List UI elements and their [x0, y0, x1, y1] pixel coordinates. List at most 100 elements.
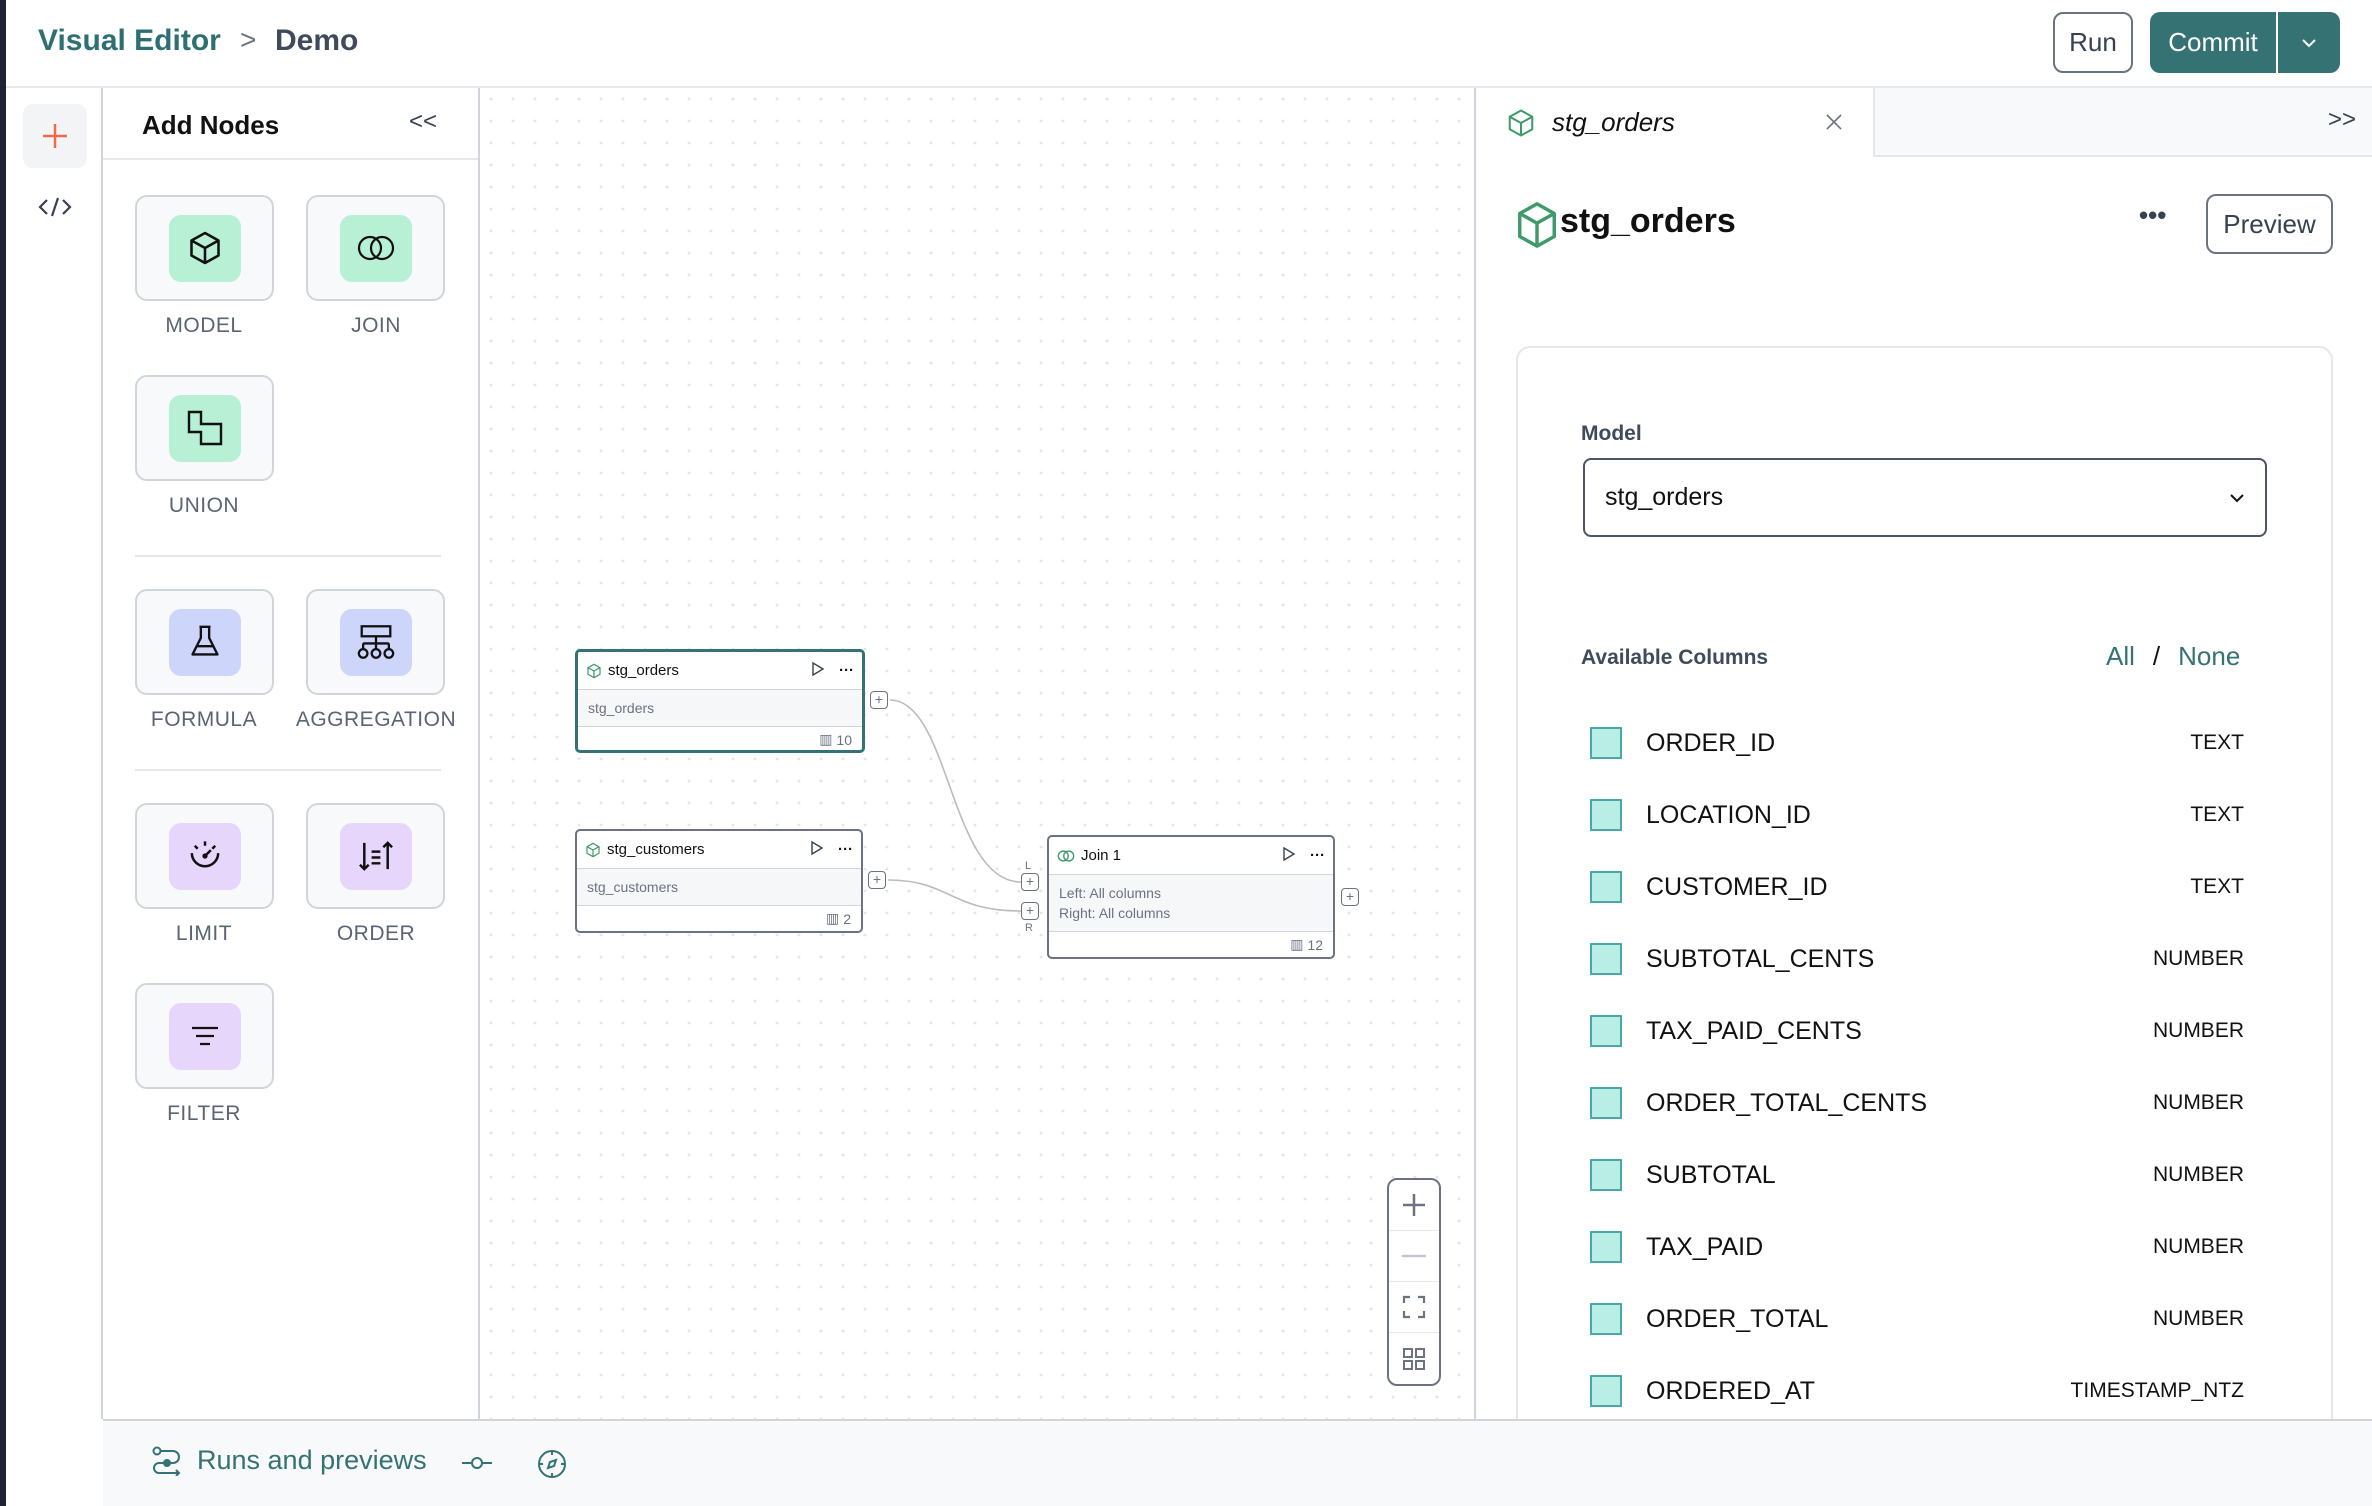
- run-node-play-icon[interactable]: [1282, 846, 1296, 866]
- left-rail: [6, 88, 103, 1419]
- collapse-panel-button[interactable]: <<: [409, 108, 438, 135]
- join-left-columns: Left: All columns: [1059, 885, 1161, 901]
- code-rail-button[interactable]: [23, 196, 87, 236]
- column-checkbox[interactable]: [1590, 727, 1622, 759]
- filter-tile-label: FILTER: [167, 1102, 241, 1125]
- column-type: TEXT: [2190, 803, 2244, 826]
- node-more-icon[interactable]: ···: [1310, 847, 1325, 864]
- column-checkbox[interactable]: [1590, 1375, 1622, 1407]
- column-name: TAX_PAID: [1646, 1232, 1764, 1261]
- node-more-icon[interactable]: ···: [839, 662, 854, 679]
- fit-view-icon: [1402, 1295, 1426, 1319]
- run-node-play-icon[interactable]: [811, 661, 825, 681]
- node-more-icon[interactable]: ···: [838, 841, 853, 858]
- preview-button[interactable]: Preview: [2206, 194, 2333, 254]
- column-checkbox[interactable]: [1590, 1015, 1622, 1047]
- explore-button[interactable]: [537, 1449, 567, 1484]
- zoom-out-button[interactable]: [1389, 1231, 1439, 1282]
- canvas-node-join-1[interactable]: Join 1 ··· Left: All columns Right: All …: [1047, 835, 1335, 959]
- join-output-handle[interactable]: +: [1341, 888, 1359, 906]
- add-formula-node-tile[interactable]: [135, 589, 274, 695]
- add-order-node-tile[interactable]: [306, 803, 445, 909]
- layout-button[interactable]: [1389, 1333, 1439, 1384]
- fit-view-button[interactable]: [1389, 1282, 1439, 1333]
- limit-tile-label: LIMIT: [175, 922, 233, 945]
- canvas-node-stg-customers[interactable]: stg_customers ··· stg_customers ▥2: [575, 829, 863, 933]
- add-limit-node-tile[interactable]: [135, 803, 274, 909]
- add-nodes-title: Add Nodes: [142, 110, 280, 140]
- flow-canvas[interactable]: stg_orders ··· stg_orders ▥10 + stg_cust…: [480, 88, 1474, 1419]
- model-select[interactable]: stg_orders: [1583, 458, 2267, 537]
- add-union-node-tile[interactable]: [135, 375, 274, 481]
- plus-icon: [43, 124, 67, 148]
- run-node-play-icon[interactable]: [810, 840, 824, 860]
- column-name: CUSTOMER_ID: [1646, 872, 1828, 901]
- breadcrumb-visual-editor[interactable]: Visual Editor: [38, 24, 221, 57]
- add-nodes-panel: Add Nodes << MODEL JOIN UNION FORMULA AG…: [103, 88, 480, 1419]
- model-select-value: stg_orders: [1605, 483, 1724, 511]
- column-name: ORDER_ID: [1646, 728, 1776, 757]
- more-options-icon[interactable]: •••: [2139, 200, 2167, 230]
- column-row[interactable]: CUSTOMER_ID TEXT: [1590, 867, 2244, 907]
- column-checkbox[interactable]: [1590, 799, 1622, 831]
- commit-graph-button[interactable]: [462, 1455, 492, 1476]
- node-body-text: stg_customers: [577, 869, 861, 906]
- column-checkbox[interactable]: [1590, 871, 1622, 903]
- stg-customers-output-handle[interactable]: +: [868, 871, 886, 889]
- node-column-count: 10: [836, 731, 852, 748]
- join-right-columns: Right: All columns: [1059, 905, 1171, 921]
- column-checkbox[interactable]: [1590, 1159, 1622, 1191]
- column-checkbox[interactable]: [1590, 1231, 1622, 1263]
- expand-panel-button[interactable]: >>: [2328, 106, 2357, 133]
- select-all-link[interactable]: All: [2106, 641, 2135, 671]
- column-type: TEXT: [2190, 875, 2244, 898]
- runs-and-previews-label: Runs and previews: [197, 1445, 427, 1475]
- runs-icon: [152, 1446, 181, 1476]
- runs-and-previews-button[interactable]: Runs and previews: [151, 1445, 427, 1476]
- model-tile-label: MODEL: [165, 314, 243, 337]
- join-right-input-handle[interactable]: +: [1021, 902, 1039, 920]
- stg-orders-output-handle[interactable]: +: [870, 691, 888, 709]
- order-tile-label: ORDER: [336, 922, 416, 945]
- canvas-node-stg-orders[interactable]: stg_orders ··· stg_orders ▥10: [575, 649, 865, 753]
- join-icon: [357, 235, 394, 261]
- close-tab-icon[interactable]: [1825, 107, 1843, 138]
- flask-icon: [190, 625, 219, 656]
- add-nodes-rail-button[interactable]: [23, 104, 87, 168]
- node-title: stg_orders: [1560, 202, 1736, 240]
- panel-tab-bar: stg_orders >>: [1476, 88, 2372, 157]
- run-button[interactable]: Run: [2053, 12, 2133, 73]
- join-left-input-handle[interactable]: +: [1021, 873, 1039, 891]
- zoom-in-button[interactable]: [1389, 1180, 1439, 1231]
- add-join-node-tile[interactable]: [306, 195, 445, 301]
- tab-stg-orders[interactable]: stg_orders: [1476, 88, 1875, 157]
- column-name: ORDERED_AT: [1646, 1376, 1816, 1405]
- column-checkbox[interactable]: [1590, 1303, 1622, 1335]
- column-checkbox[interactable]: [1590, 1087, 1622, 1119]
- add-filter-node-tile[interactable]: [135, 983, 274, 1089]
- column-checkbox[interactable]: [1590, 943, 1622, 975]
- select-none-link[interactable]: None: [2178, 641, 2241, 671]
- commit-dropdown-chevron-icon[interactable]: [2278, 31, 2340, 54]
- column-name: SUBTOTAL_CENTS: [1646, 944, 1875, 973]
- column-row[interactable]: TAX_PAID NUMBER: [1590, 1227, 2244, 1267]
- add-aggregation-node-tile[interactable]: [306, 589, 445, 695]
- columns-icon: ▥: [1290, 936, 1304, 952]
- commit-button[interactable]: Commit: [2150, 12, 2278, 73]
- filter-icon: [191, 1026, 218, 1046]
- window-edge: [0, 0, 6, 1506]
- union-tile-label: UNION: [168, 494, 240, 517]
- add-model-node-tile[interactable]: [135, 195, 274, 301]
- limit-icon: [190, 841, 219, 868]
- aggregation-tile-label: AGGREGATION: [295, 708, 457, 731]
- column-type: NUMBER: [2152, 1235, 2244, 1258]
- column-name: TAX_PAID_CENTS: [1646, 1016, 1862, 1045]
